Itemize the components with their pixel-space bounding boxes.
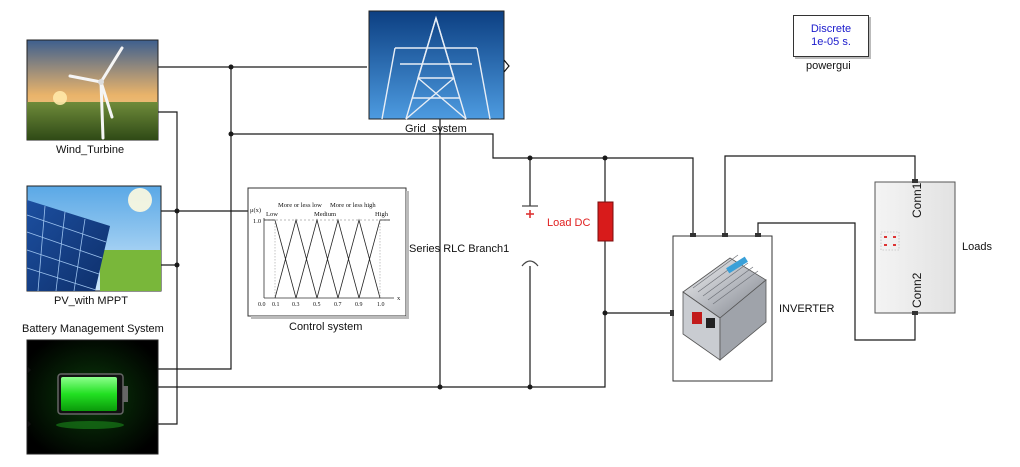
capacitor-icon <box>521 205 539 267</box>
load-dc-label: Load DC <box>547 217 591 229</box>
junctions <box>174 64 608 390</box>
conn1-label: Conn1 <box>910 182 924 218</box>
powergui-mode: Discrete <box>810 23 852 35</box>
fuzzy-y-label: μ(x) <box>250 207 261 214</box>
powergui-block[interactable]: Discrete 1e-05 s. <box>793 15 869 57</box>
transmission-tower-icon <box>381 15 491 120</box>
inverter-block[interactable] <box>670 233 773 382</box>
fuzzy-x-label: x <box>397 295 401 302</box>
pv-label: PV_with MPPT <box>54 295 128 307</box>
wire-inv-conn2 <box>757 222 916 341</box>
loads-block[interactable] <box>874 179 956 315</box>
series-rlc-label: Series RLC Branch1 <box>409 243 510 255</box>
control-system-block[interactable] <box>247 187 409 319</box>
load-dc-block[interactable] <box>597 201 614 242</box>
inverter-device-icon <box>682 254 767 361</box>
fuzzy-upper-label-left: More or less low <box>278 202 322 209</box>
fuzzy-x-tick: 0.1 <box>272 302 280 308</box>
wind-turbine-label: Wind_Turbine <box>56 144 125 156</box>
battery-block[interactable] <box>26 339 159 455</box>
fuzzy-x-tick: 0.5 <box>313 302 321 308</box>
fuzzy-x-tick: 0.9 <box>355 302 363 308</box>
conn2-label: Conn2 <box>910 272 924 308</box>
grid-system-block[interactable] <box>368 10 510 120</box>
battery-charge-icon <box>61 377 117 411</box>
powergui-step: 1e-05 s. <box>811 36 851 48</box>
pv-block[interactable] <box>26 185 162 292</box>
control-system-label: Control system <box>289 321 363 333</box>
wire-wind-down <box>158 111 178 425</box>
loads-label: Loads <box>962 241 992 253</box>
fuzzy-set-low: Low <box>266 211 278 218</box>
wire-bottom-bus <box>158 236 606 388</box>
wires <box>158 66 916 425</box>
fuzzy-upper-label-right: More or less high <box>330 202 376 209</box>
fuzzy-x-tick: 0.7 <box>334 302 342 308</box>
fuzzy-x-tick: 0.3 <box>292 302 300 308</box>
powergui-label: powergui <box>806 60 851 72</box>
inverter-label: INVERTER <box>779 303 835 315</box>
solar-panel-icon <box>26 205 107 292</box>
fuzzy-x-tick: 1.0 <box>377 302 385 308</box>
wind-turbine-icon <box>68 46 124 140</box>
fuzzy-y-tick: 1.0 <box>253 218 261 225</box>
fuzzy-set-high: High <box>375 211 389 218</box>
wire-inv-conn1 <box>724 155 916 236</box>
fuzzy-x-tick: 0.0 <box>258 302 266 308</box>
wire-bus-left <box>158 67 232 370</box>
load-symbol-icon <box>884 236 896 246</box>
wire-grid-feed <box>231 133 694 236</box>
battery-label: Battery Management System <box>22 323 164 335</box>
fuzzy-set-medium: Medium <box>314 211 336 218</box>
grid-system-label: Grid_system <box>405 123 467 135</box>
wind-turbine-block[interactable] <box>26 39 159 141</box>
